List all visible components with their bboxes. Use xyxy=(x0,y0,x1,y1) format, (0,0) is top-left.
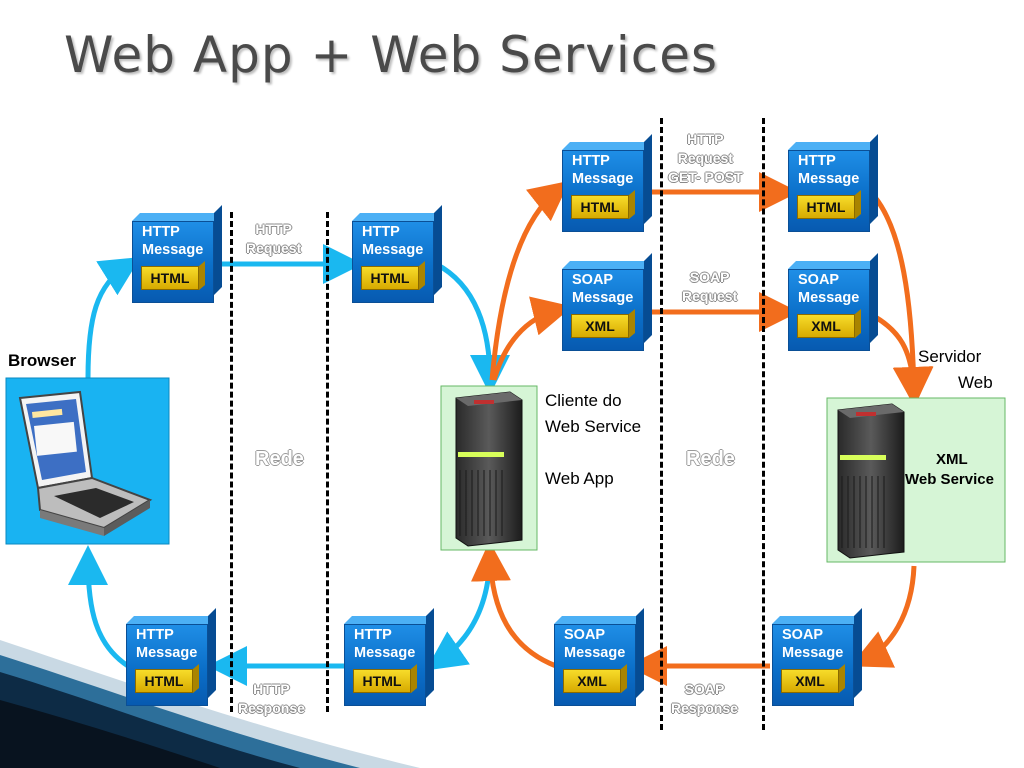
client-label-line1: Cliente do xyxy=(545,391,622,410)
arrow-client-to-http-bottom xyxy=(425,551,493,671)
arrow-http-to-client xyxy=(434,261,510,395)
payload-tag: XML xyxy=(563,669,621,693)
message-label: Message xyxy=(362,242,424,258)
message-label: Message xyxy=(354,645,416,661)
http-request-label-left: HTTP Request xyxy=(246,220,301,258)
server-tower-icon xyxy=(455,391,523,547)
http-request-label-right: HTTP Request GET- POST xyxy=(668,130,743,187)
browser-label: Browser xyxy=(8,351,77,370)
http-message-bottom-mid: HTTP Message HTML xyxy=(344,608,434,706)
client-box xyxy=(440,385,538,551)
message-label: Message xyxy=(564,645,626,661)
payload-tag: XML xyxy=(797,314,855,338)
decorative-swoosh xyxy=(0,640,420,768)
http-message-top-mid: HTTP Message HTML xyxy=(352,205,442,303)
payload-tag: HTML xyxy=(353,669,411,693)
payload-tag: HTML xyxy=(141,266,199,290)
soap-message-bottom-b: SOAP Message XML xyxy=(772,608,862,706)
message-label: Message xyxy=(136,645,198,661)
message-protocol: HTTP xyxy=(142,224,180,240)
message-protocol: HTTP xyxy=(572,153,610,169)
message-protocol: HTTP xyxy=(362,224,400,240)
browser-box xyxy=(5,377,170,545)
server-webservice-label: Web Service xyxy=(905,471,994,488)
http-message-bottom-left: HTTP Message HTML xyxy=(126,608,216,706)
http-response-label-left: HTTP Response xyxy=(238,680,305,718)
arrow-soap-to-client xyxy=(470,541,557,669)
server-label-line2: Web xyxy=(958,373,993,392)
message-protocol: SOAP xyxy=(564,627,606,643)
message-label: Message xyxy=(572,290,634,306)
server-xml-label: XML xyxy=(936,451,968,468)
message-label: Message xyxy=(572,171,634,187)
message-label: Message xyxy=(142,242,204,258)
network-label-right: Rede xyxy=(686,448,735,470)
arrow-browser-to-http xyxy=(85,257,141,379)
arrow-http-to-server xyxy=(872,194,934,407)
client-label-line2: Web Service xyxy=(545,417,642,436)
arrow-server-to-soap-bottom xyxy=(850,565,917,668)
soap-request-right-line1: SOAP xyxy=(689,269,730,285)
network-boundary-4 xyxy=(762,118,765,730)
http-response-left-line2: Response xyxy=(238,700,305,716)
http-message-top-left: HTTP Message HTML xyxy=(132,205,222,303)
laptop-icon xyxy=(18,390,153,536)
payload-tag: HTML xyxy=(797,195,855,219)
message-protocol: SOAP xyxy=(782,627,824,643)
server-tower-icon xyxy=(837,403,905,559)
soap-message-bottom-a: SOAP Message XML xyxy=(554,608,644,706)
network-label-left: Rede xyxy=(255,448,304,470)
page-title: Web App + Web Services xyxy=(64,26,719,84)
arrow-client-to-http-top xyxy=(489,180,570,381)
soap-message-mid-b: SOAP Message XML xyxy=(788,253,878,351)
message-protocol: HTTP xyxy=(354,627,392,643)
server-box xyxy=(826,397,1006,563)
http-request-left-line2: Request xyxy=(246,240,302,256)
message-protocol: HTTP xyxy=(798,153,836,169)
payload-tag: XML xyxy=(571,314,629,338)
message-protocol: SOAP xyxy=(572,272,614,288)
arrow-soap-to-server xyxy=(868,311,933,407)
soap-response-right-line1: SOAP xyxy=(684,681,725,697)
soap-request-label-right: SOAP Request xyxy=(682,268,737,306)
http-request-right-line3: GET- POST xyxy=(668,169,743,185)
soap-response-right-line2: Response xyxy=(671,700,738,716)
server-label-line1: Servidor xyxy=(918,347,982,366)
payload-tag: HTML xyxy=(135,669,193,693)
payload-tag: XML xyxy=(781,669,839,693)
client-label-line3: Web App xyxy=(545,469,614,488)
http-request-right-line1: HTTP xyxy=(687,131,724,147)
http-request-right-line2: Request xyxy=(677,150,733,166)
http-response-left-line1: HTTP xyxy=(253,681,290,697)
message-protocol: SOAP xyxy=(798,272,840,288)
http-message-top-right-a: HTTP Message HTML xyxy=(562,134,652,232)
network-boundary-2 xyxy=(326,212,329,712)
arrow-client-to-soap-mid xyxy=(491,296,573,381)
http-request-left-line1: HTTP xyxy=(255,221,292,237)
soap-response-label-right: SOAP Response xyxy=(671,680,738,718)
payload-tag: HTML xyxy=(571,195,629,219)
message-label: Message xyxy=(782,645,844,661)
soap-request-right-line2: Request xyxy=(682,288,738,304)
message-label: Message xyxy=(798,171,860,187)
message-protocol: HTTP xyxy=(136,627,174,643)
soap-message-mid-a: SOAP Message XML xyxy=(562,253,652,351)
message-label: Message xyxy=(798,290,860,306)
http-message-top-right-b: HTTP Message HTML xyxy=(788,134,878,232)
arrow-http-to-browser xyxy=(68,545,130,669)
network-boundary-3 xyxy=(660,118,663,730)
payload-tag: HTML xyxy=(361,266,419,290)
network-boundary-1 xyxy=(230,212,233,712)
